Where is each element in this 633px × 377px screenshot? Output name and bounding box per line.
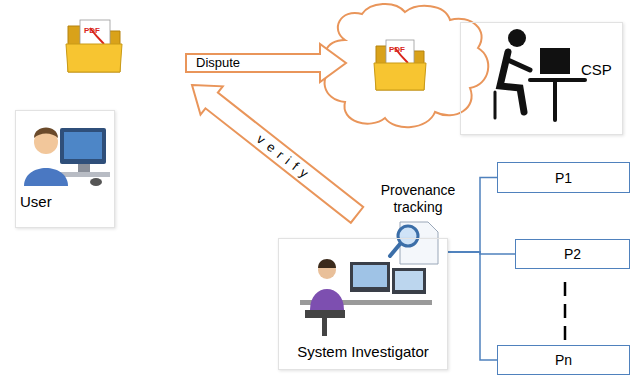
user-icon [24,128,110,187]
investigator-box: System Investigator [278,238,448,370]
provenance-box: P1 [497,162,630,193]
dispute-arrow [186,44,346,82]
user-box: User [15,110,115,228]
node-label: User [20,193,52,210]
pdf-folder-icon [66,20,122,72]
pdf-folder-icon [374,40,426,90]
csp-box: CSP [460,22,623,135]
arrow-label: verify [255,132,316,184]
node-label: P1 [555,170,572,186]
pdf-text: PDF [84,26,100,35]
verify-arrow [181,71,368,229]
node-label: System Investigator [279,343,447,360]
ellipsis-dashes [564,282,567,340]
node-label: CSP [581,61,612,78]
annotation-text: Provenance tracking [372,182,464,216]
magnifier-icon [390,222,438,264]
bracket-connector [448,252,497,360]
provenance-box: P2 [515,239,630,269]
arrow-label: Dispute [196,55,240,70]
csp-person-icon [495,29,585,120]
node-label: Pn [555,352,572,368]
pdf-text: PDF [389,45,405,54]
node-label: P2 [564,246,581,262]
investigator-icon [300,259,432,336]
provenance-box: Pn [497,345,630,375]
